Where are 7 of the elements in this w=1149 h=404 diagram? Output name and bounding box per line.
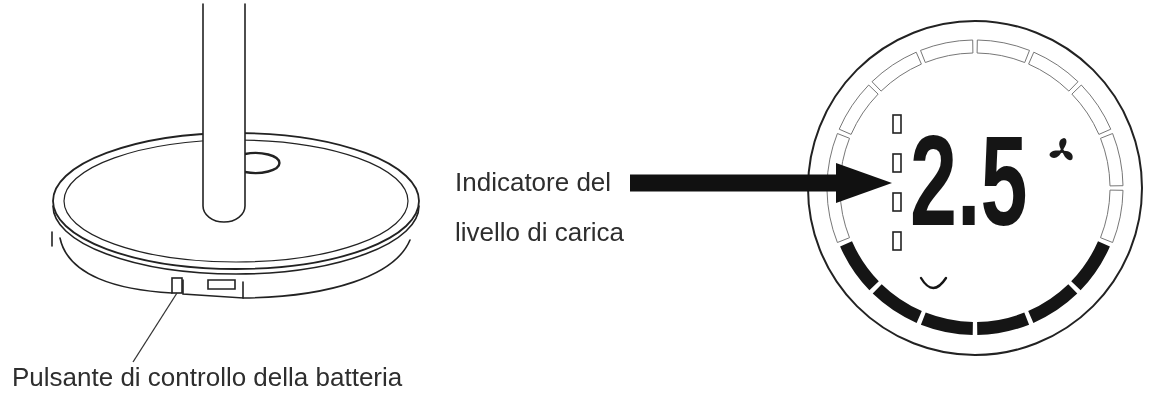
arrow <box>630 163 892 203</box>
push-button <box>171 277 183 294</box>
leader-line <box>132 292 178 363</box>
level-indicator <box>892 114 902 251</box>
display-readout: 2.5 <box>910 130 1028 233</box>
part-label: Indicatore del livello di carica <box>455 157 630 257</box>
part-label: Pulsante di controllo della batteria <box>12 362 403 392</box>
